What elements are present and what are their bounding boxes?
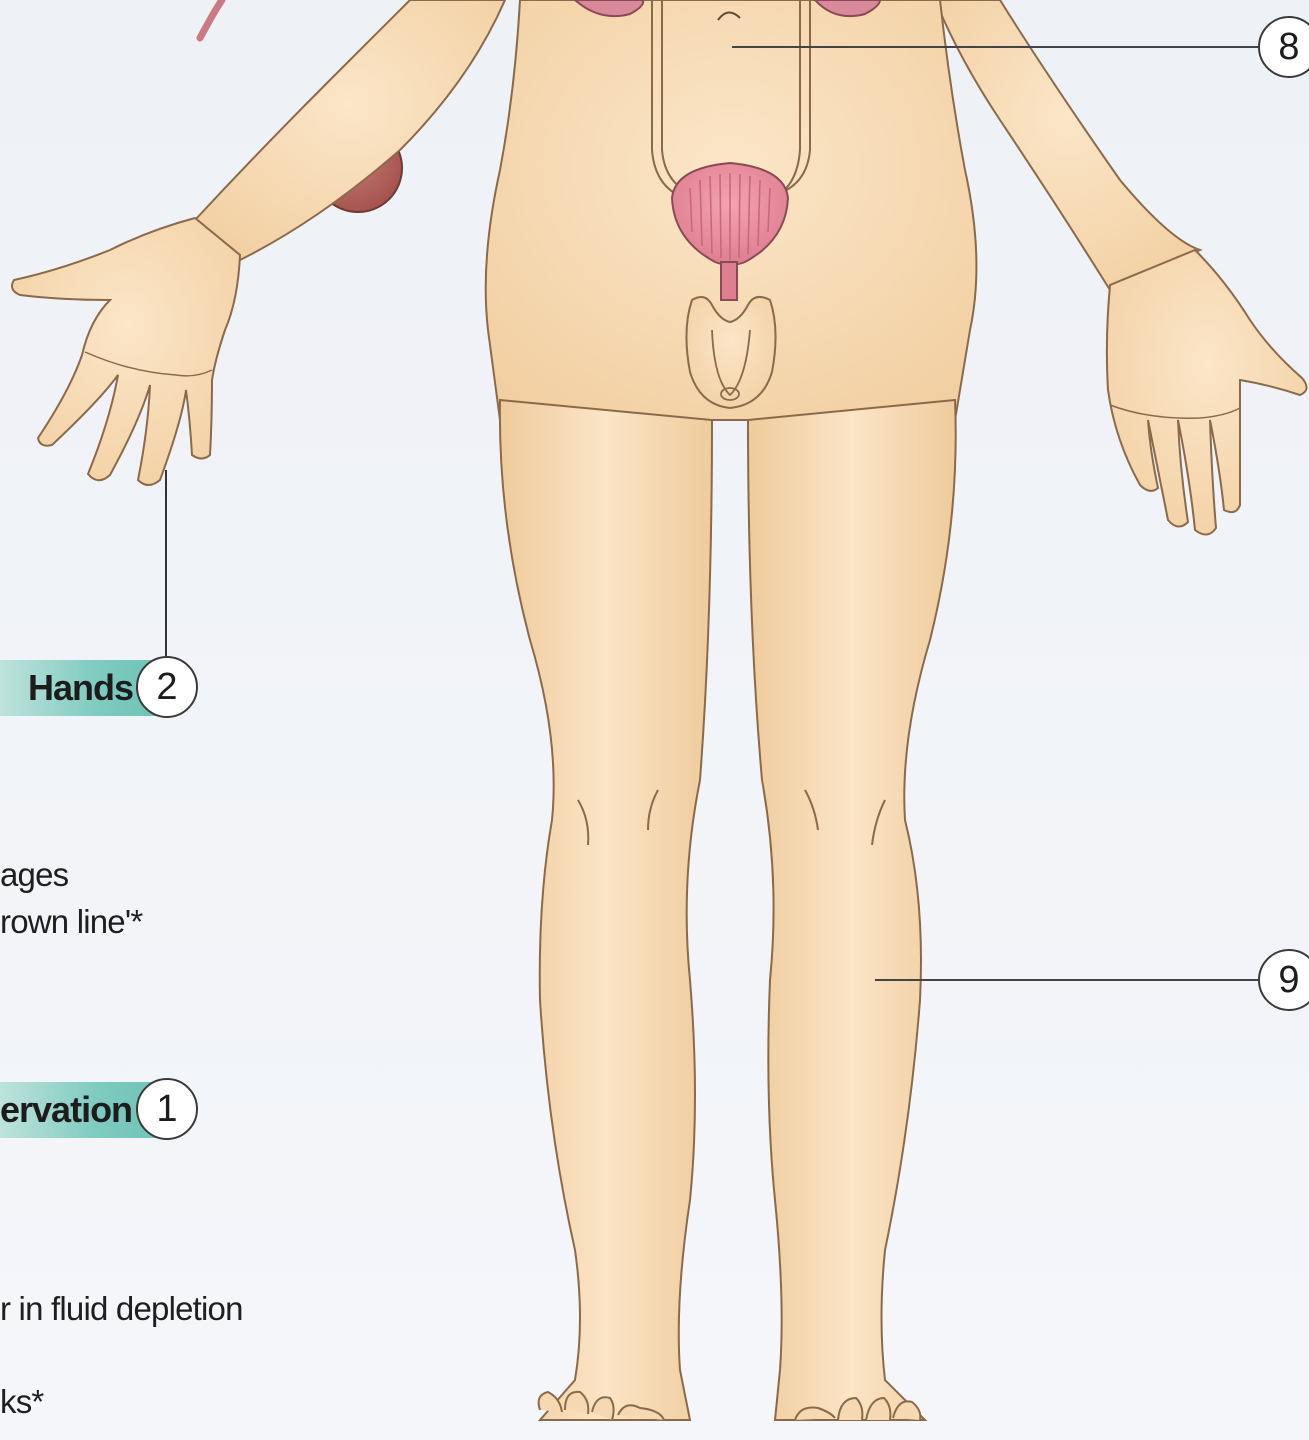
side-text-line4: ks*: [0, 1383, 43, 1421]
urethra: [721, 262, 737, 300]
callout-2-circle: 2: [136, 656, 198, 718]
side-text-line2: rown line'*: [0, 903, 142, 941]
callout-8-number: 8: [1278, 26, 1299, 69]
callout-1-circle: 1: [136, 1078, 198, 1140]
observation-label: ervation: [0, 1089, 132, 1131]
side-text-line3: r in fluid depletion: [0, 1290, 243, 1328]
callout-2-number: 2: [156, 666, 177, 709]
callout-9-number: 9: [1278, 959, 1299, 1002]
hands-label: Hands: [28, 667, 133, 709]
callout-1-number: 1: [156, 1088, 177, 1131]
side-text-line1: ages: [0, 856, 68, 894]
